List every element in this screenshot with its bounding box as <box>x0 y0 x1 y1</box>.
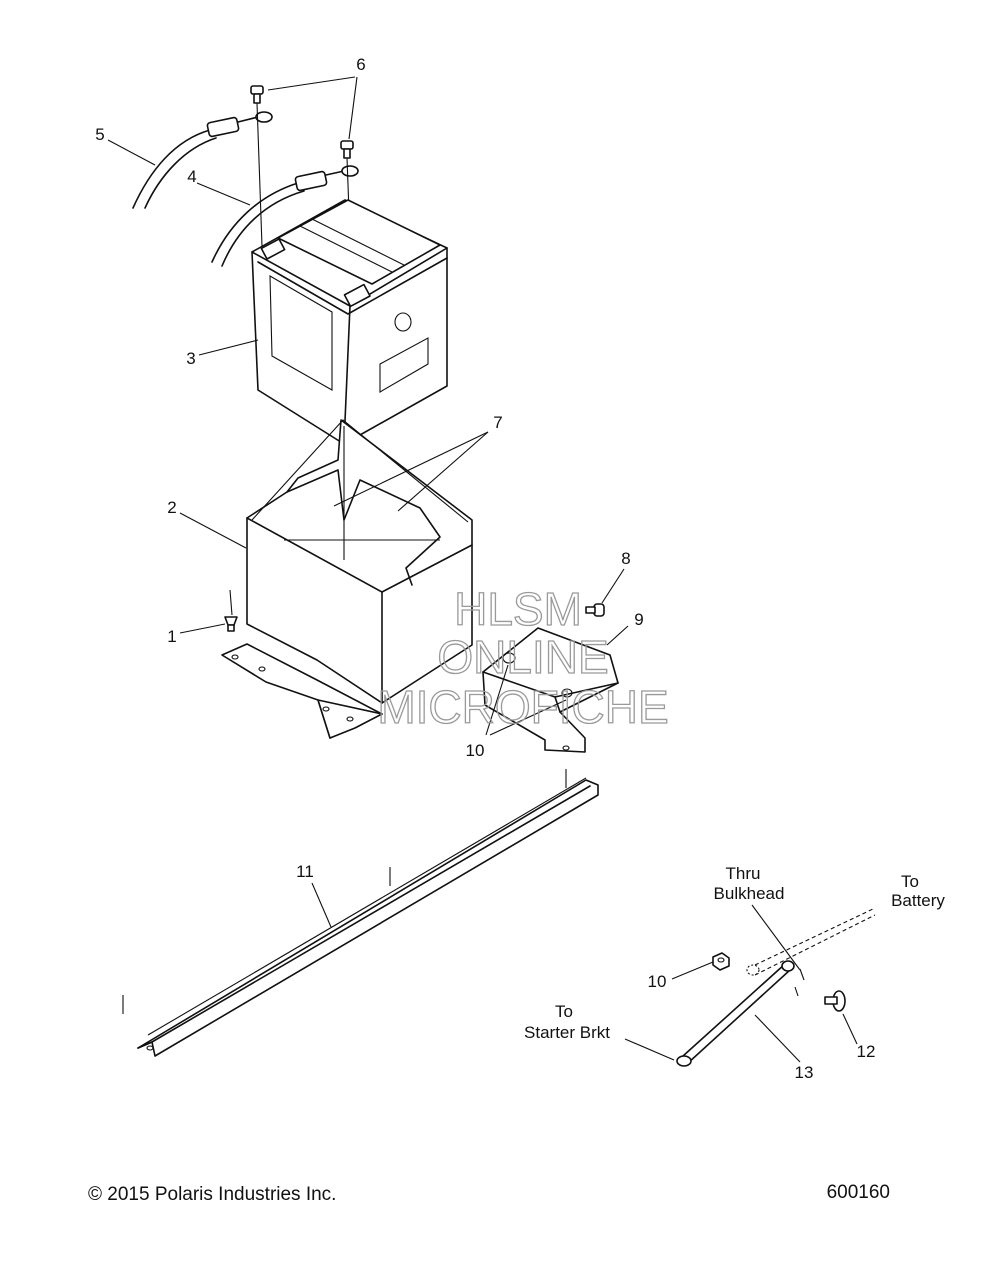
callout-13: 13 <box>795 1063 814 1082</box>
battery-box <box>221 419 473 739</box>
ground-strap-13 <box>676 960 805 1067</box>
leader-lines <box>107 76 858 1063</box>
nut-10 <box>712 952 730 971</box>
callout-3: 3 <box>186 349 195 368</box>
battery-cable-5 <box>132 111 273 209</box>
watermark: HLSM ONLINE MICROFICHE <box>377 582 670 733</box>
callout-5: 5 <box>95 125 104 144</box>
diagram-number: 600160 <box>827 1182 890 1203</box>
note-to-battery-line2: Battery <box>891 891 945 910</box>
support-rail-11 <box>122 769 599 1057</box>
callout-4: 4 <box>187 167 196 186</box>
callout-10-upper: 10 <box>466 741 485 760</box>
callout-7: 7 <box>493 413 502 432</box>
watermark-line2: ONLINE <box>437 631 608 683</box>
callout-8: 8 <box>621 549 630 568</box>
mounting-bracket-9 <box>482 627 619 753</box>
bolt-12 <box>824 990 846 1012</box>
copyright-text: © 2015 Polaris Industries Inc. <box>88 1184 336 1205</box>
note-to-battery-line1: To <box>901 872 919 891</box>
battery-cable-phantom <box>746 907 876 976</box>
terminal-bolt-6a <box>250 85 264 247</box>
note-to-starter-line2: Starter Brkt <box>524 1023 610 1042</box>
notes: Thru Bulkhead To Battery To Starter Brkt <box>524 864 945 1042</box>
callout-2: 2 <box>167 498 176 517</box>
callouts: 5 4 6 3 2 7 1 8 9 10 11 10 12 13 <box>95 55 875 1082</box>
bolt-8 <box>585 603 605 617</box>
battery-cable-4 <box>211 165 359 267</box>
callout-10-lower: 10 <box>648 972 667 991</box>
callout-1: 1 <box>167 627 176 646</box>
callout-9: 9 <box>634 610 643 629</box>
battery <box>251 199 448 445</box>
note-thru-bulkhead-line1: Thru <box>726 864 761 883</box>
note-to-starter-line1: To <box>555 1002 573 1021</box>
watermark-line1: HLSM <box>454 583 582 635</box>
callout-6: 6 <box>356 55 365 74</box>
note-thru-bulkhead-line2: Bulkhead <box>714 884 785 903</box>
callout-12: 12 <box>857 1042 876 1061</box>
watermark-line3: MICROFICHE <box>377 681 668 733</box>
callout-11: 11 <box>296 862 314 881</box>
rivet-1 <box>224 589 238 632</box>
